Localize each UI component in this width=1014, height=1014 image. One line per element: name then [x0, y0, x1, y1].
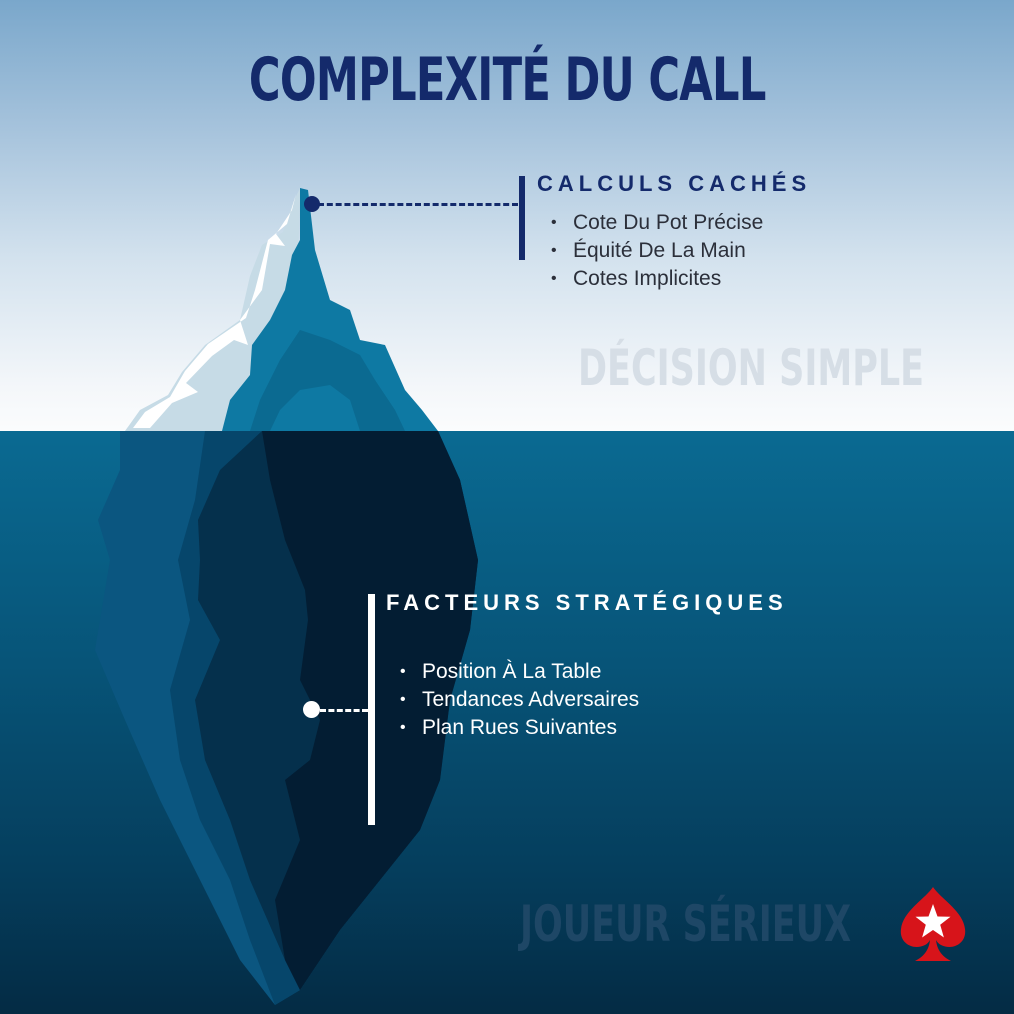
strategic-divider — [368, 594, 375, 825]
hidden-calculations-heading: CALCULS CACHÉS — [537, 171, 812, 196]
list-item: Cotes Implicites — [549, 265, 811, 293]
list-item: Tendances Adversaires — [398, 686, 788, 714]
sky-background — [0, 0, 1014, 431]
page-title: COMPLEXITÉ DU CALL — [248, 45, 766, 115]
submerged-connector-line — [320, 709, 368, 712]
submerged-marker-dot — [303, 701, 320, 718]
list-item: Cote Du Pot Précise — [549, 209, 811, 237]
hidden-calculations-callout: CALCULS CACHÉS Cote Du Pot Précise Équit… — [537, 171, 811, 293]
serious-player-label: JOUEUR SÉRIEUX — [520, 895, 852, 953]
list-item: Équité De La Main — [549, 237, 811, 265]
strategic-factors-list: Position À La Table Tendances Adversaire… — [398, 658, 788, 742]
hidden-calculations-list: Cote Du Pot Précise Équité De La Main Co… — [549, 209, 811, 293]
hidden-calc-divider — [519, 176, 525, 260]
tip-marker-dot — [304, 196, 320, 212]
strategic-factors-callout: FACTEURS STRATÉGIQUES Position À La Tabl… — [386, 590, 788, 742]
iceberg-tip-shade — [250, 330, 405, 431]
list-item: Position À La Table — [398, 658, 788, 686]
tip-connector-line — [318, 203, 518, 206]
spade-star-logo-icon — [900, 887, 966, 961]
strategic-factors-heading: FACTEURS STRATÉGIQUES — [386, 590, 788, 615]
simple-decision-label: DÉCISION SIMPLE — [578, 339, 925, 397]
list-item: Plan Rues Suivantes — [398, 714, 788, 742]
